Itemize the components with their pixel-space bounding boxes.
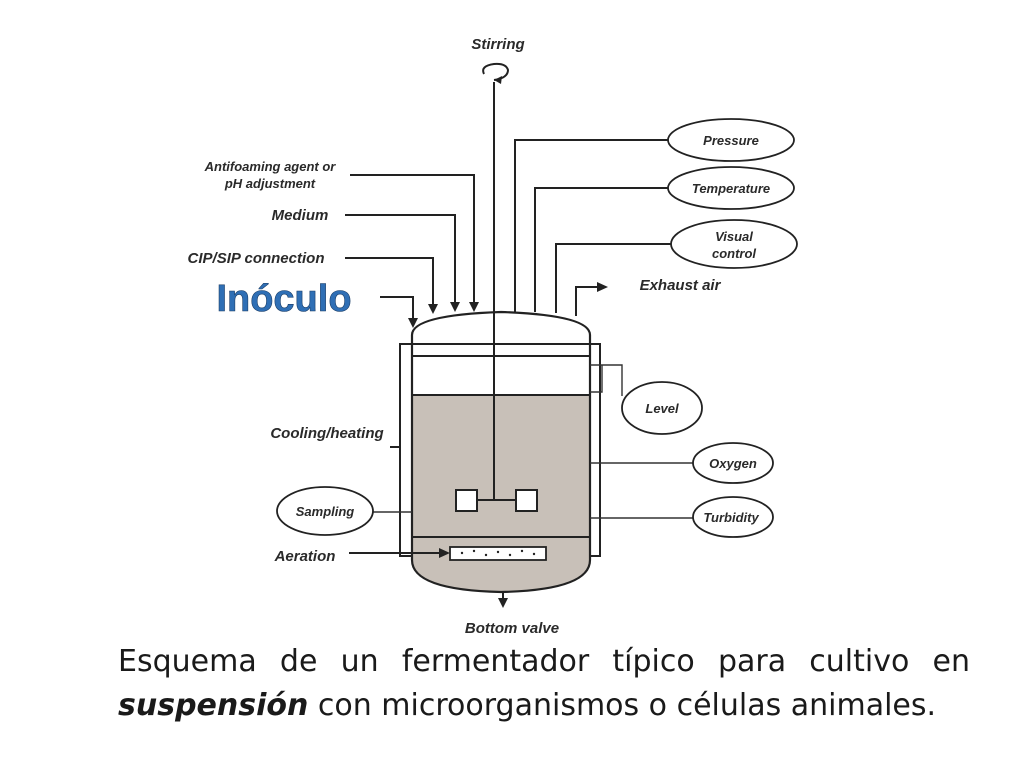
visual-control-sensor [670,219,798,269]
sampling-port [276,486,374,536]
aeration-sparger [449,546,547,561]
cip-sip-label: CIP/SIP connection [188,250,325,267]
impeller-blade-left [455,489,478,512]
oxygen-sensor [692,442,774,484]
caption-text-part1: Esquema de un fermentador típico para cu… [118,644,970,679]
bottom-valve-label: Bottom valve [465,620,559,637]
level-label: Level [645,401,679,416]
temperature-label: Temperature [692,181,770,196]
sparger-bubbles [460,549,536,557]
pressure-label: Pressure [703,133,759,148]
sampling-label: Sampling [296,504,355,519]
antifoam-label-line1: Antifoaming agent or [204,159,337,174]
level-sensor [621,381,703,435]
visual-control-label-line1: Visual [715,229,753,244]
temperature-sensor [667,166,795,210]
caption-text-part2: con microorganismos o células animales. [308,688,937,723]
visual-control-label-line2: control [712,246,756,261]
oxygen-label: Oxygen [709,456,757,471]
exhaust-air-label: Exhaust air [640,277,722,294]
turbidity-sensor [692,496,774,538]
caption-emphasis: suspensión [118,688,309,723]
cooling-heating-label: Cooling/heating [270,425,383,442]
turbidity-label: Turbidity [703,510,759,525]
figure-caption: Esquema de un fermentador típico para cu… [118,640,970,728]
vessel-body [410,310,592,594]
stirring-label: Stirring [471,36,524,53]
impeller-blade-right [515,489,538,512]
antifoam-label-line2: pH adjustment [224,176,316,191]
pressure-sensor [667,118,795,162]
inoculo-label: Inóculo [216,278,351,320]
aeration-label: Aeration [274,548,336,565]
culture-medium-fill [412,395,590,592]
rotation-arrow-icon [482,62,510,84]
medium-label: Medium [272,207,329,224]
